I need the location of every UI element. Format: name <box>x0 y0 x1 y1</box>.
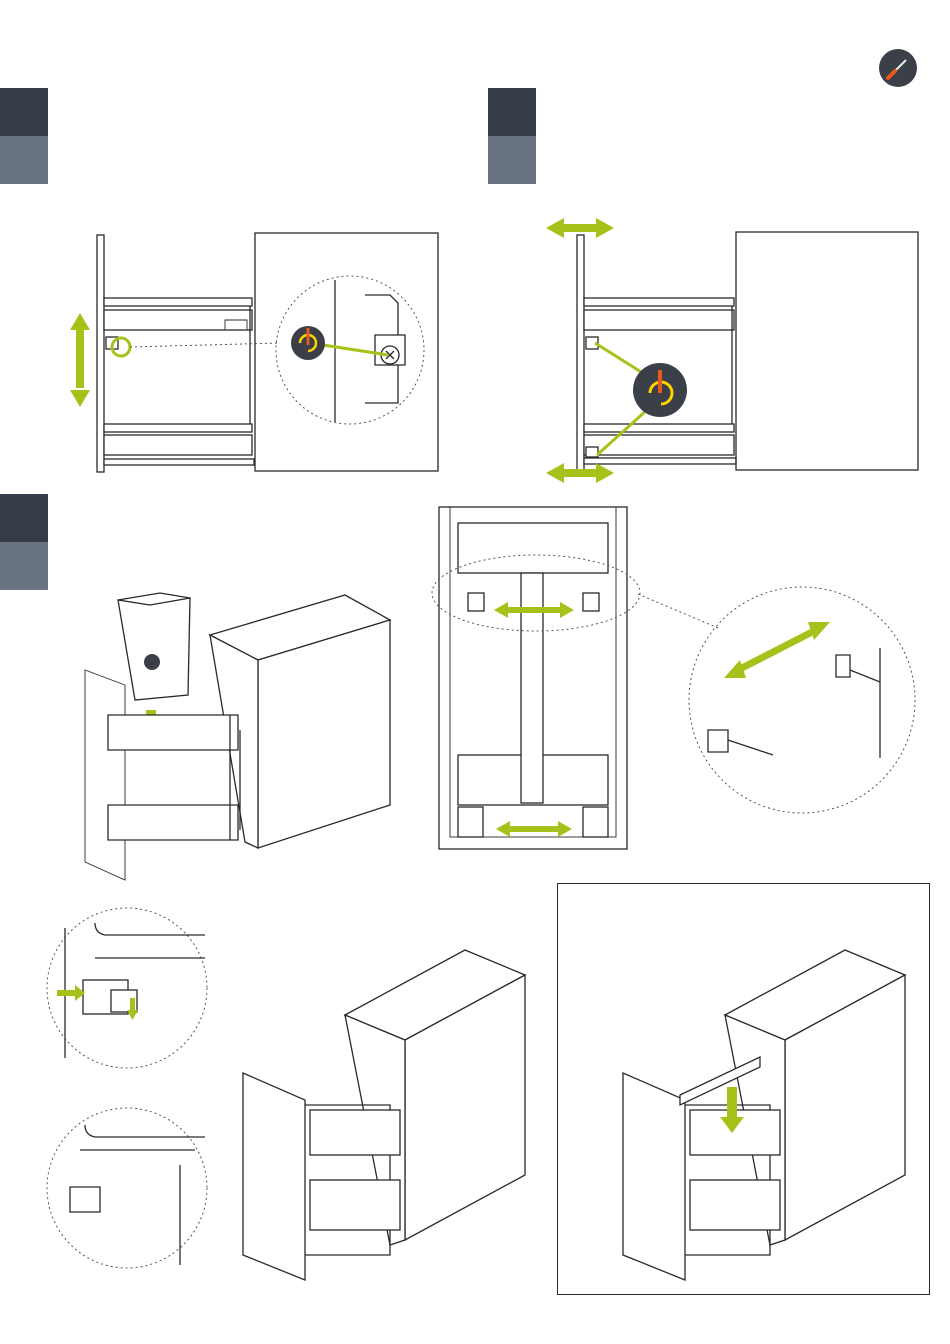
step2-depth-adjust-diagram <box>540 215 930 490</box>
clip-detail-2 <box>45 1105 215 1275</box>
rotate-adjust-icon <box>291 326 325 360</box>
step-tab-2 <box>488 88 536 184</box>
step3-bin-insert-diagram <box>80 590 400 880</box>
step-tab-3 <box>0 494 48 590</box>
top-view-diagram <box>438 505 628 850</box>
arrow-right-icon <box>57 985 85 1001</box>
rotate-adjust-icon <box>633 363 687 417</box>
cabinet-pullout-open <box>240 945 530 1285</box>
step-tab-1 <box>0 88 48 184</box>
cabinet-pullout-insert <box>620 945 910 1285</box>
step1-height-adjust-diagram <box>60 225 450 480</box>
double-arrow-vertical-icon <box>70 313 90 407</box>
bracket-detail-diagram <box>678 590 928 815</box>
clip-detail-1 <box>45 908 215 1073</box>
double-arrow-horizontal-icon <box>496 821 572 837</box>
screwdriver-icon <box>878 48 918 88</box>
double-arrow-diagonal-icon <box>724 622 830 678</box>
